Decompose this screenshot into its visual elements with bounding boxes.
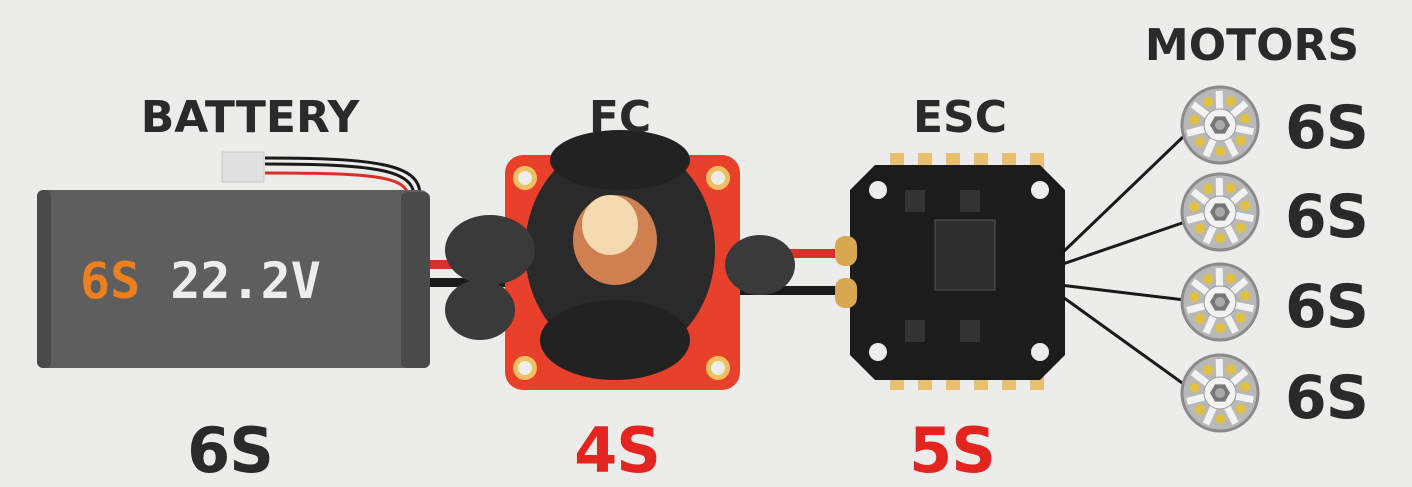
battery-title: BATTERY (140, 92, 360, 143)
esc-to-motor-wires (1058, 133, 1187, 387)
battery-label: 6S 22.2V (80, 256, 321, 306)
battery-icon (37, 151, 430, 368)
battery-rating: 6S (187, 414, 274, 487)
motor-icon (1180, 172, 1260, 252)
motors-group (1180, 85, 1260, 433)
motor-icon (1180, 262, 1260, 342)
motor-4-rating: 6S (1285, 363, 1369, 433)
motor-icon (1180, 85, 1260, 165)
esc-title: ESC (912, 92, 1008, 143)
explosion-smoke-icon (445, 130, 795, 380)
motor-3-rating: 6S (1285, 272, 1369, 342)
motors-title: MOTORS (1144, 20, 1360, 71)
battery-cell-count: 6S (80, 252, 141, 310)
motor-icon (1180, 353, 1260, 433)
esc-rating: 5S (909, 414, 996, 487)
fc-rating: 4S (574, 414, 661, 487)
motor-2-rating: 6S (1285, 182, 1369, 252)
esc-board-icon (835, 153, 1065, 390)
motor-1-rating: 6S (1285, 93, 1369, 163)
fc-title: FC (588, 92, 652, 143)
battery-voltage: 22.2V (170, 252, 321, 310)
